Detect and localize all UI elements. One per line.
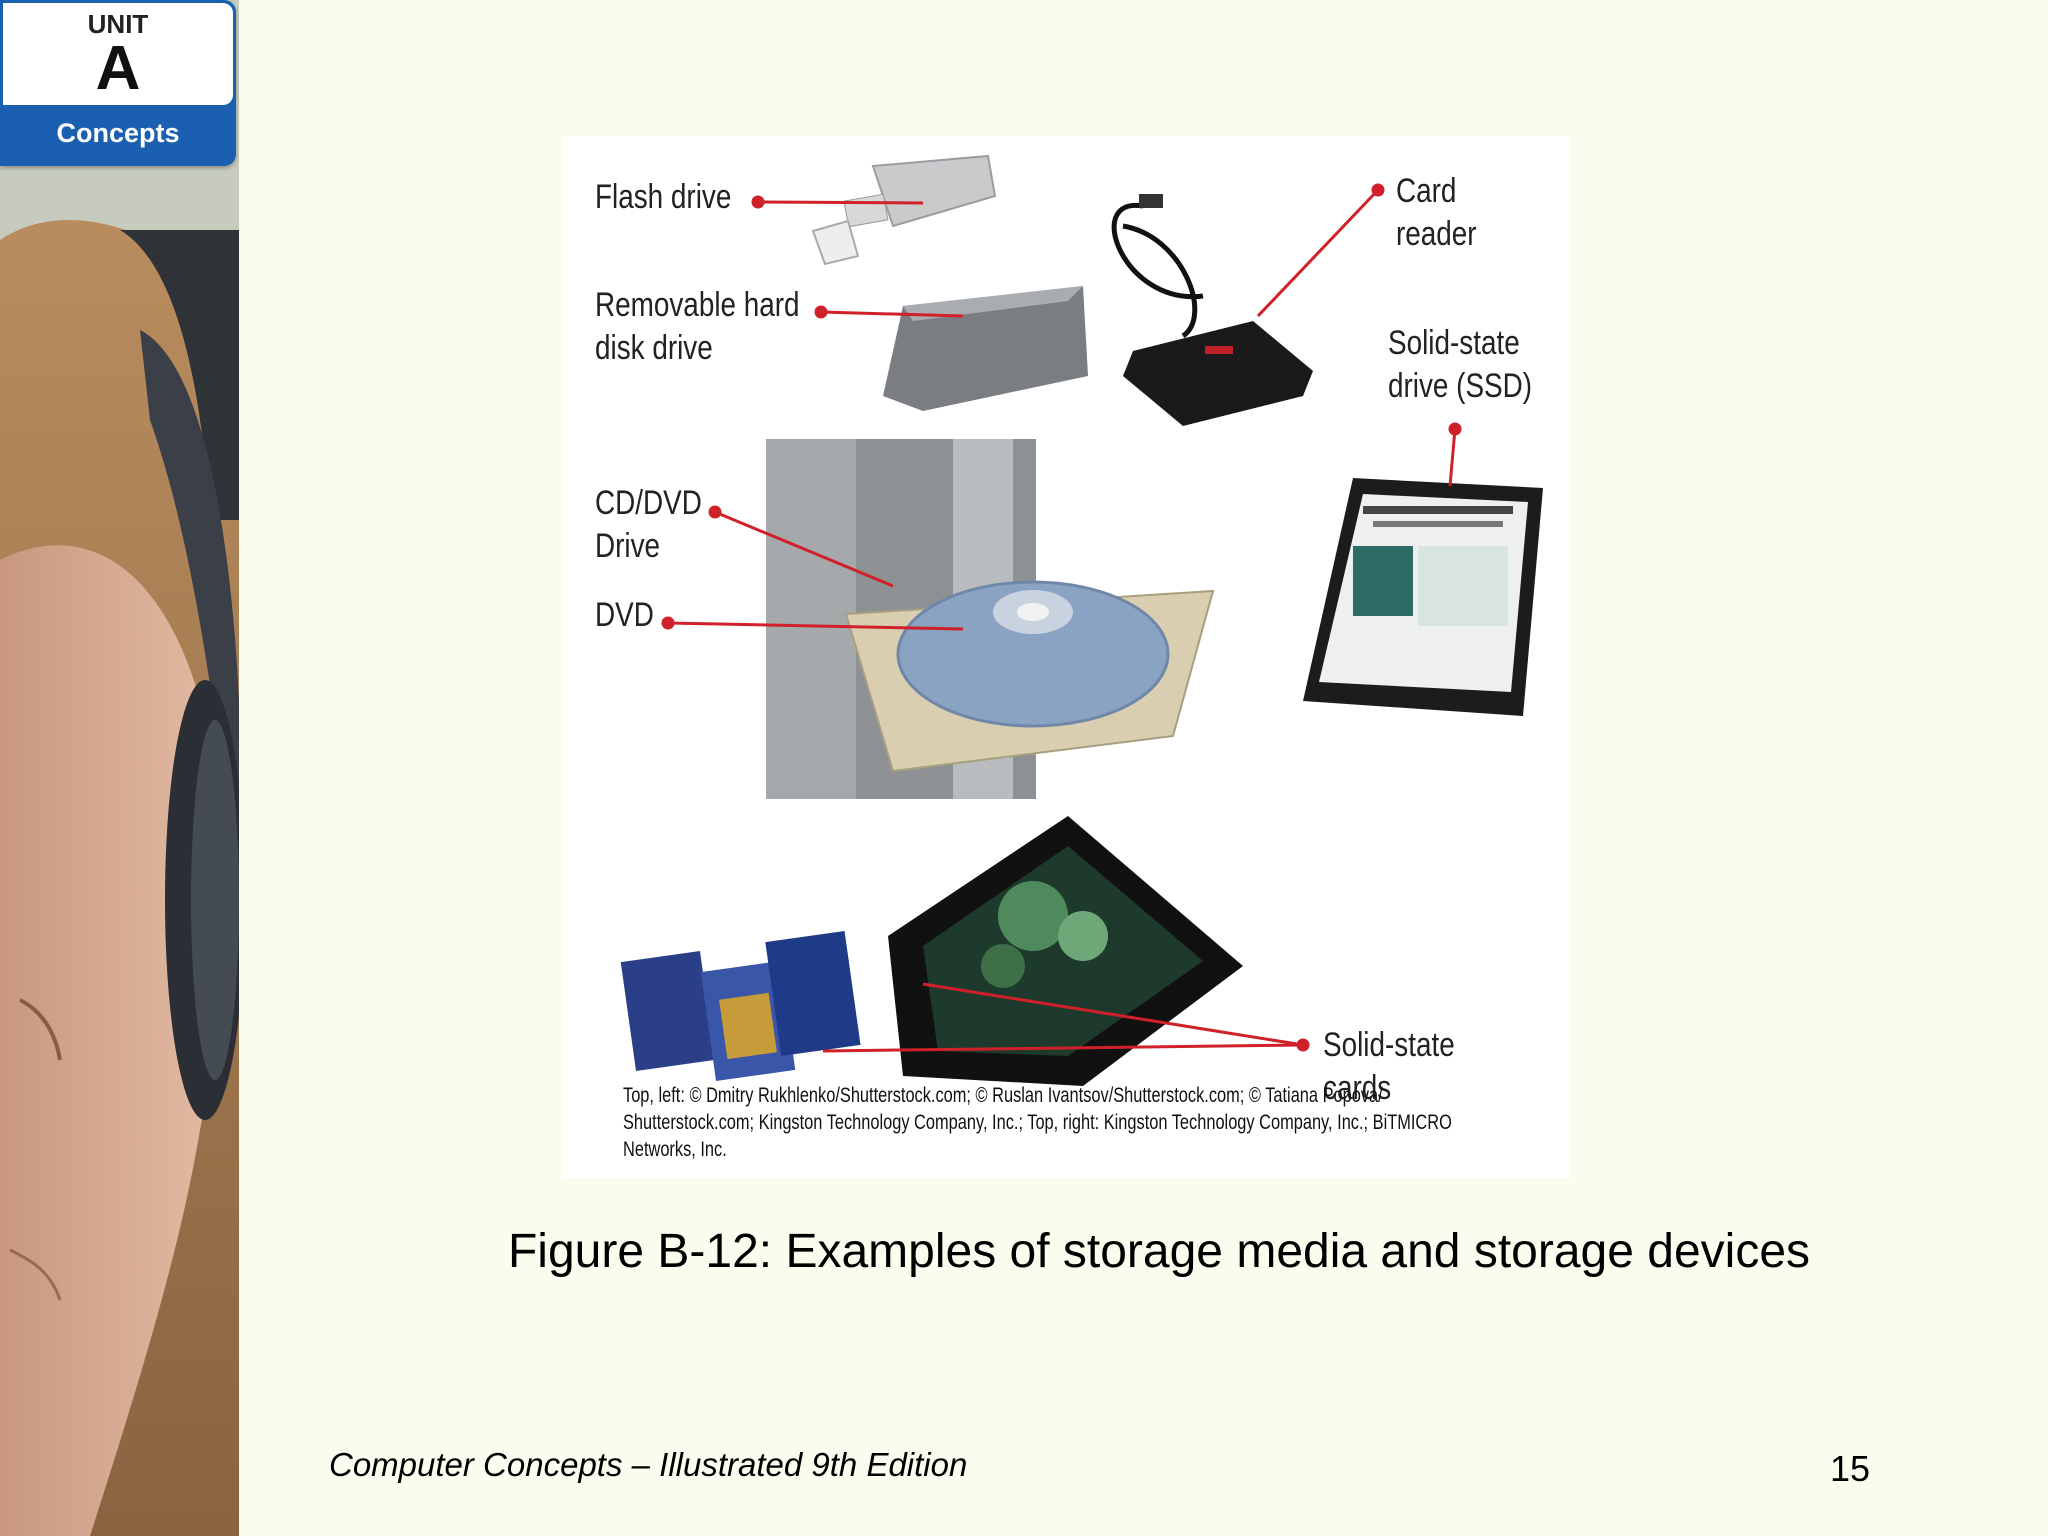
label-cd-dvd-drive: CD/DVD Drive [595,484,702,565]
label-flash-drive: Flash drive [595,178,732,216]
storage-devices-illustration [620,154,1543,1086]
sidebar-photo [0,0,239,1536]
solid-state-cards-image [620,816,1243,1086]
unit-letter: A [95,34,141,103]
label-dvd: DVD [595,596,654,634]
photo-credit: Top, left: © Dmitry Rukhlenko/Shuttersto… [623,1084,1452,1161]
unit-topic: Concepts [56,118,180,148]
unit-badge-top: UNIT A [3,3,233,105]
storage-devices-figure: Flash drive Removable hard disk drive Ca… [563,136,1570,1178]
removable-hard-disk-image [883,286,1088,411]
footer-page-number: 15 [1830,1448,1871,1489]
label-ssd: Solid-state drive (SSD) [1388,324,1533,405]
unit-badge: UNIT A Concepts [0,0,236,166]
callout-lines [661,183,1462,1053]
figure-caption: Figure B-12: Examples of storage media a… [507,1225,1811,1278]
label-removable-hard-disk: Removable hard disk drive [595,286,800,367]
footer-book-title: Computer Concepts – Illustrated 9th Edit… [329,1446,968,1483]
cd-dvd-drive-image [766,439,1215,799]
flash-drive-image [811,154,997,266]
card-reader-image [1111,194,1313,426]
unit-word: UNIT [87,9,149,39]
label-card-reader: Card reader [1396,172,1477,253]
ssd-image [1303,478,1543,716]
label-solid-state-cards: Solid-state cards [1323,1026,1455,1107]
headphones-person-image [0,0,239,1536]
